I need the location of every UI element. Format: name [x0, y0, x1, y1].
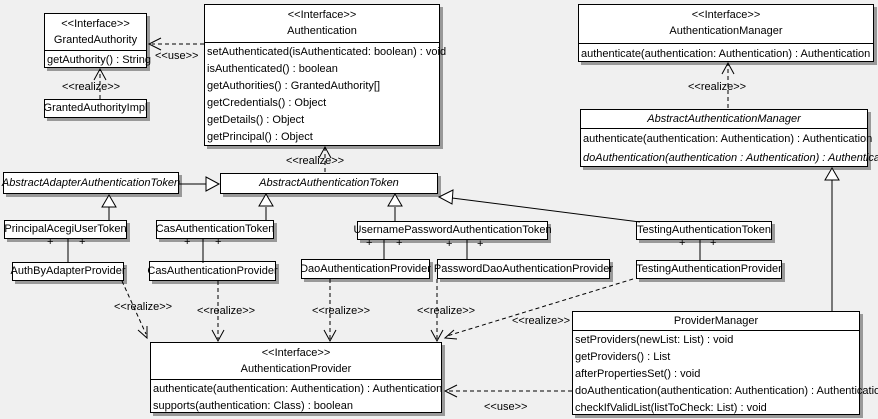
plus-label: + [710, 237, 717, 249]
generalization-cas-token-to-abstract-token [258, 193, 274, 221]
realize-label: <<realize>> [62, 81, 121, 93]
method: getAuthorities() : GrantedAuthority[] [207, 80, 381, 92]
generalization-provider-manager-to-abstract-manager [824, 167, 840, 311]
method: supports(authentication: Class) : boolea… [153, 400, 353, 412]
stereotype: <<Interface>> [691, 9, 761, 21]
realize-label: <<realize>> [197, 305, 256, 317]
stereotype: <<Interface>> [287, 9, 357, 21]
generalization-userpwd-token-to-abstract-token [387, 193, 403, 221]
class-provider-manager[interactable]: ProviderManager setProviders(newList: Li… [572, 311, 878, 415]
class-authentication-provider[interactable]: <<Interface>> AuthenticationProvider aut… [150, 342, 442, 413]
realize-label: <<realize>> [286, 155, 345, 167]
use-authentication-to-granted-authority [147, 37, 204, 51]
realize-label: <<realize>> [417, 305, 476, 317]
plus-label: + [679, 237, 686, 249]
class-name: AbstractAuthenticationToken [259, 177, 399, 189]
class-name: PasswordDaoAuthenticationProvider [433, 262, 614, 275]
generalization-principal-to-adapter-token [101, 194, 117, 220]
plus-label: + [47, 236, 54, 248]
method: authenticate(authentication: Authenticat… [153, 383, 443, 395]
class-name: GrantedAuthorityImpl [43, 102, 148, 114]
class-name: UsernamePasswordAuthenticationToken [353, 224, 552, 236]
class-name: TestingAuthenticationToken [637, 224, 771, 236]
stereotype: <<Interface>> [61, 18, 130, 30]
method: isAuthenticated() : boolean [207, 63, 338, 75]
class-name: Authentication [287, 25, 357, 37]
method: getCredentials() : Object [207, 97, 327, 109]
class-granted-authority-impl[interactable]: GrantedAuthorityImpl [44, 99, 147, 118]
plus-label: + [184, 236, 191, 248]
class-abstract-authentication-token[interactable]: AbstractAuthenticationToken [220, 173, 438, 194]
class-username-password-authentication-token[interactable]: UsernamePasswordAuthenticationToken [353, 221, 552, 240]
plus-label: + [396, 237, 403, 249]
realize-label: <<realize>> [688, 81, 747, 93]
class-password-dao-authentication-provider[interactable]: PasswordDaoAuthenticationProvider [433, 259, 614, 279]
stereotype: <<Interface>> [261, 347, 331, 359]
class-name: CasAuthenticationToken [155, 223, 275, 235]
class-principal-acegi-user-token[interactable]: PrincipalAcegiUserToken [4, 220, 127, 239]
plus-label: + [79, 236, 86, 248]
plus-label: + [215, 236, 222, 248]
generalization-adapter-token-to-abstract-token [179, 176, 221, 192]
generalization-testing-token-to-abstract-token [437, 189, 641, 223]
class-cas-authentication-provider[interactable]: CasAuthenticationProvider [147, 261, 278, 281]
realize-label: <<realize>> [512, 315, 571, 327]
class-testing-authentication-token[interactable]: TestingAuthenticationToken [636, 221, 772, 240]
method: doAuthentication(authentication: Authent… [575, 385, 878, 397]
method: checkIfValidList(listToCheck: List) : vo… [575, 402, 767, 414]
class-dao-authentication-provider[interactable]: DaoAuthenticationProvider [300, 259, 431, 279]
class-name: AuthenticationProvider [240, 363, 352, 375]
method: setAuthenticated(isAuthenticated: boolea… [207, 46, 447, 58]
plus-label: + [477, 238, 484, 250]
class-auth-by-adapter-provider[interactable]: AuthByAdapterProvider [10, 262, 126, 281]
method: authenticate(authentication: Authenticat… [583, 133, 873, 145]
method: getAuthority() : String [47, 54, 151, 66]
method: doAuthentication(authentication : Authen… [583, 152, 878, 164]
class-testing-authentication-provider[interactable]: TestingAuthenticationProvider [636, 260, 782, 279]
class-abstract-authentication-manager[interactable]: AbstractAuthenticationManager authentica… [580, 109, 878, 167]
realize-label: <<realize>> [312, 305, 371, 317]
use-label: <<use>> [155, 50, 199, 62]
class-name: AbstractAdapterAuthenticationToken [1, 176, 181, 189]
use-label: <<use>> [484, 401, 528, 413]
class-authentication-manager[interactable]: <<Interface>> AuthenticationManager auth… [578, 4, 874, 62]
method: getPrincipal() : Object [207, 131, 313, 143]
class-name: PrincipalAcegiUserToken [4, 223, 127, 235]
plus-label: + [446, 238, 453, 250]
class-abstract-adapter-authentication-token[interactable]: AbstractAdapterAuthenticationToken [1, 172, 181, 194]
class-name: AbstractAuthenticationManager [647, 112, 801, 125]
class-name: AuthenticationManager [669, 25, 783, 37]
method: getDetails() : Object [207, 114, 305, 126]
class-cas-authentication-token[interactable]: CasAuthenticationToken [156, 220, 274, 239]
method: authenticate(authentication: Authenticat… [581, 48, 871, 60]
method: afterPropertiesSet() : void [575, 368, 701, 380]
class-name: DaoAuthenticationProvider [300, 262, 431, 275]
method: setProviders(newList: List) : void [575, 334, 734, 346]
class-granted-authority[interactable]: <<Interface>> GrantedAuthority getAuthor… [44, 13, 151, 68]
plus-label: + [366, 237, 373, 249]
class-name: CasAuthenticationProvider [147, 264, 278, 277]
method: getProviders() : List [575, 351, 671, 363]
class-name: GrantedAuthority [53, 34, 138, 46]
class-name: ProviderManager [673, 314, 759, 327]
use-provider-manager-to-authentication-provider [443, 384, 572, 398]
class-name: TestingAuthenticationProvider [636, 263, 782, 275]
class-name: AuthByAdapterProvider [10, 265, 126, 277]
realize-label: <<realize>> [114, 301, 173, 313]
class-authentication[interactable]: <<Interface>> Authentication setAuthenti… [204, 4, 447, 146]
